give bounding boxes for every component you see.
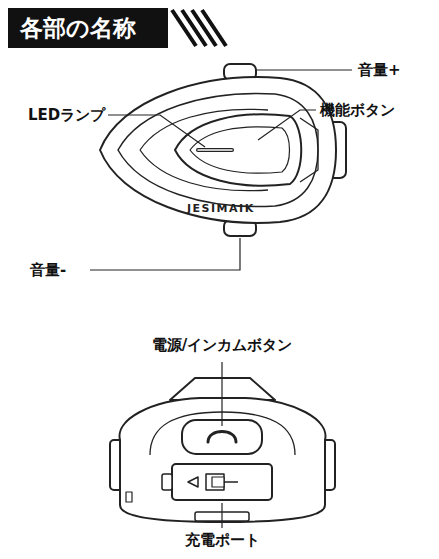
device-top-view [100, 64, 346, 236]
leader-lines-front [221, 362, 222, 528]
part-name: 電源/インカムボタン [152, 336, 292, 354]
part-name: 充電ポート [185, 531, 260, 549]
leader-lines [90, 70, 352, 270]
brand-print: JESIMAIK [187, 202, 255, 215]
title-stripes [172, 10, 226, 46]
part-name: 音量+ [358, 61, 401, 79]
part-name: 機能ボタン [320, 101, 395, 119]
section-title: 各部の名称 [20, 14, 136, 42]
title-tab [8, 8, 168, 48]
part-name: 音量- [30, 261, 66, 279]
part-name: LEDランプ [28, 106, 105, 124]
